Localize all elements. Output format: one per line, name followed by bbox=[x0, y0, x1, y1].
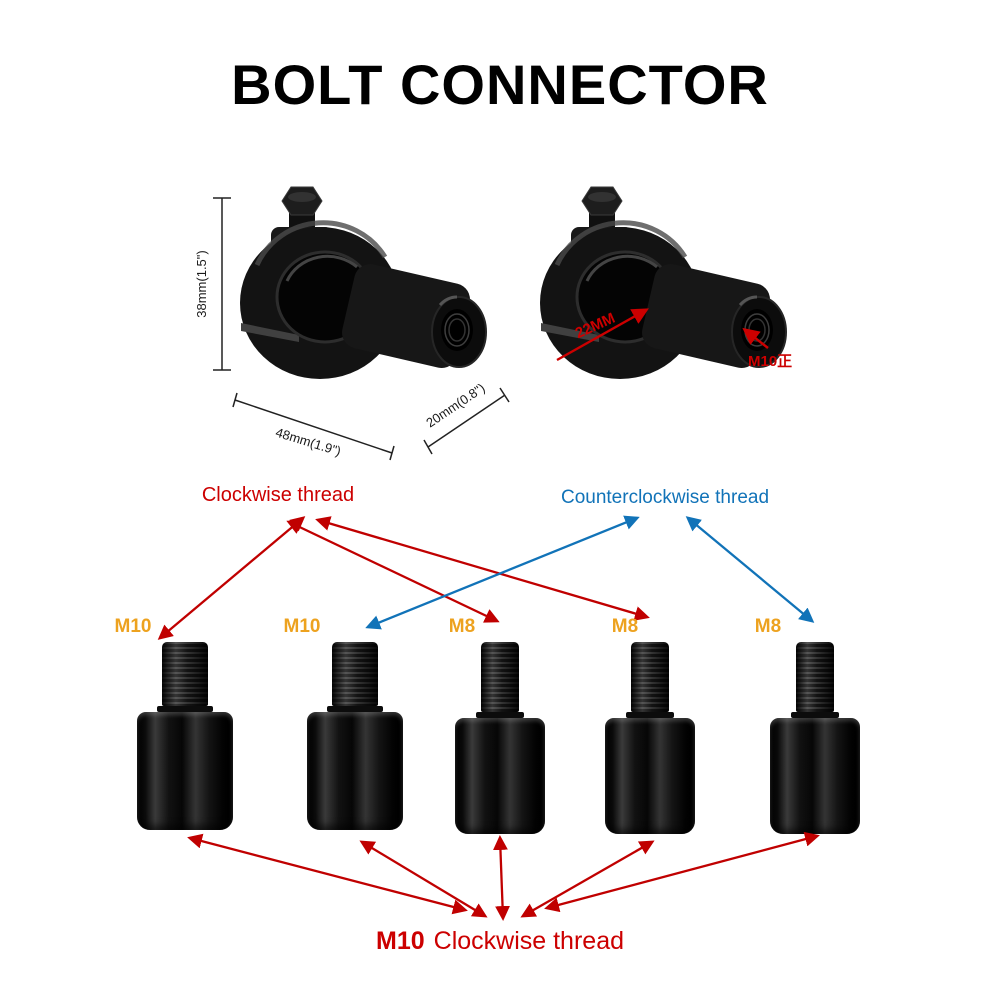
clamp-photos-section: 38mm(1.5") 48mm(1.9") 20mm(0.8") 22MM M1… bbox=[194, 186, 792, 461]
adapter-photo-m10-1 bbox=[130, 642, 240, 830]
clockwise-thread-label: Clockwise thread bbox=[201, 484, 355, 506]
adapter-threaded-stud bbox=[332, 642, 378, 706]
counterclockwise-thread-label: Counterclockwise thread bbox=[560, 487, 770, 508]
adapter-size-label: M10 bbox=[283, 616, 321, 637]
clockwise-arrows bbox=[157, 516, 650, 640]
dimension-height-label: 38mm(1.5") bbox=[194, 250, 209, 317]
adapter-hex-body bbox=[137, 712, 233, 830]
clamp-photo-right bbox=[540, 186, 787, 379]
bottom-arrows-group bbox=[187, 831, 820, 921]
dimension-width bbox=[232, 392, 395, 461]
adapter-hex-body bbox=[307, 712, 403, 830]
adapter-photo-m8-1 bbox=[445, 642, 555, 834]
clamp-thread-arrow bbox=[742, 327, 769, 349]
bottom-thread-text: Clockwise thread bbox=[433, 927, 624, 955]
adapter-photo-m8-2 bbox=[595, 642, 705, 834]
dimension-width-label: 48mm(1.9") bbox=[274, 425, 343, 459]
thread-direction-arrows bbox=[157, 515, 815, 640]
product-title: BOLT CONNECTOR bbox=[231, 53, 769, 116]
adapter-neck bbox=[327, 706, 383, 712]
adapter-size-label: M8 bbox=[611, 616, 639, 637]
dimension-depth bbox=[423, 387, 510, 455]
adapter-neck bbox=[626, 712, 674, 718]
adapter-threaded-stud bbox=[796, 642, 834, 712]
dimension-depth-label: 20mm(0.8") bbox=[423, 380, 487, 430]
adapter-threaded-stud bbox=[631, 642, 669, 712]
bottom-caption: M10 Clockwise thread bbox=[0, 927, 1000, 956]
adapter-neck bbox=[791, 712, 839, 718]
adapter-size-label: M8 bbox=[448, 616, 476, 637]
clamp-thread-label: M10正 bbox=[748, 353, 792, 370]
bottom-thread-size: M10 bbox=[376, 927, 425, 955]
counterclockwise-arrows bbox=[365, 515, 815, 630]
adapter-hex-body bbox=[455, 718, 545, 834]
adapter-size-label: M8 bbox=[754, 616, 782, 637]
clamp-diameter-arrow bbox=[556, 308, 649, 362]
clamp-photo-left bbox=[240, 186, 487, 379]
dimension-height bbox=[213, 197, 231, 371]
adapter-size-label: M10 bbox=[114, 616, 152, 637]
adapter-photo-m8-3 bbox=[760, 642, 870, 834]
adapter-hex-body bbox=[770, 718, 860, 834]
adapter-threaded-stud bbox=[481, 642, 519, 712]
bottom-thread-arrows bbox=[187, 831, 820, 921]
adapter-photo-m10-2 bbox=[300, 642, 410, 830]
adapter-neck bbox=[157, 706, 213, 712]
adapter-neck bbox=[476, 712, 524, 718]
adapter-threaded-stud bbox=[162, 642, 208, 706]
adapter-hex-body bbox=[605, 718, 695, 834]
